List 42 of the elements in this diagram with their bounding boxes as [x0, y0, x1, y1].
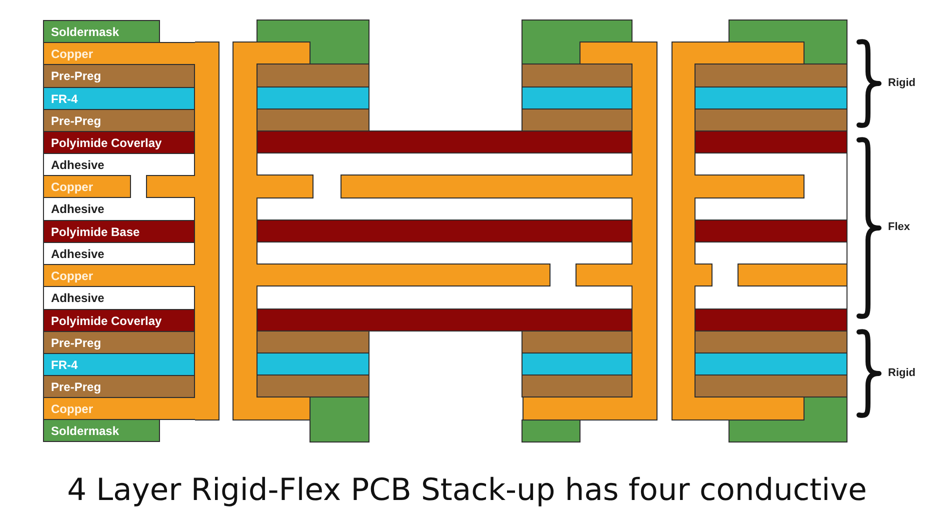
pcb-layer-band: [43, 131, 195, 153]
pcb-layer-band: [43, 42, 195, 64]
pcb-layer-band: [43, 375, 195, 397]
layer-label: Pre-Preg: [51, 69, 102, 83]
layer-label: Adhesive: [51, 202, 104, 216]
layer-label: Pre-Preg: [51, 114, 102, 128]
pcb-layer-band: [43, 198, 195, 220]
pcb-layer-band: [43, 242, 195, 264]
layer-label: FR-4: [51, 358, 78, 372]
layer-label: Copper: [51, 180, 93, 194]
layer-label: Polyimide Base: [51, 224, 140, 238]
pcb-layer-band: [43, 353, 195, 375]
layer-label: Polyimide Coverlay: [51, 136, 162, 150]
pcb-layer-band: [43, 420, 160, 442]
caption: 4 Layer Rigid-Flex PCB Stack-up has four conductive: [67, 472, 867, 510]
pcb-layer-band: [43, 264, 195, 286]
pcb-layer-band: [43, 331, 195, 353]
layer-label: Copper: [51, 46, 93, 60]
pcb-layer-band: [43, 286, 195, 309]
section-label: Rigid: [888, 366, 916, 380]
pcb-layer-band: [43, 64, 195, 87]
layer-label: Adhesive: [51, 291, 104, 305]
layer-label: Copper: [51, 402, 93, 416]
layer-label: Soldermask: [51, 424, 120, 438]
pcb-layer-band: [43, 309, 195, 331]
pcb-layer-band: [43, 397, 195, 420]
pcb-layer-band: [43, 20, 160, 42]
pcb-layer-band: [43, 153, 195, 175]
pcb-layer-band: [43, 175, 195, 198]
pcb-layer-band: [43, 109, 195, 131]
layer-label: Soldermask: [51, 24, 120, 38]
section-label: Rigid: [888, 76, 916, 90]
layer-label: Polyimide Coverlay: [51, 314, 162, 328]
layer-label: Pre-Preg: [51, 336, 102, 350]
layer-label: Copper: [51, 268, 93, 282]
section-label: Flex: [888, 221, 910, 234]
layer-label: Adhesive: [51, 246, 104, 260]
layer-label: FR-4: [51, 92, 78, 106]
layer-label: Pre-Preg: [51, 380, 102, 394]
pcb-layer-band: [43, 220, 195, 242]
pcb-layer-band: [43, 87, 195, 109]
layer-label: Adhesive: [51, 158, 104, 172]
